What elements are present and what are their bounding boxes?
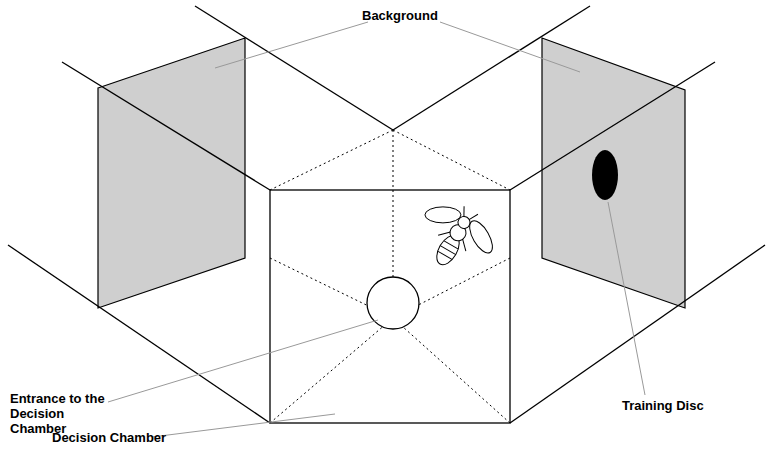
part-label: Training Disc [622, 398, 704, 413]
leader-lines [108, 22, 645, 437]
training-disc [592, 150, 618, 200]
background-panel [98, 38, 245, 308]
wall-lines [8, 6, 765, 423]
background-panel [542, 38, 685, 308]
bee [404, 189, 507, 284]
chamber-hidden-edges [270, 130, 510, 423]
part-label: Background [362, 8, 438, 23]
part-label: Decision Chamber [52, 430, 166, 445]
part-label: Entrance to the Decision Chamber [10, 391, 122, 436]
